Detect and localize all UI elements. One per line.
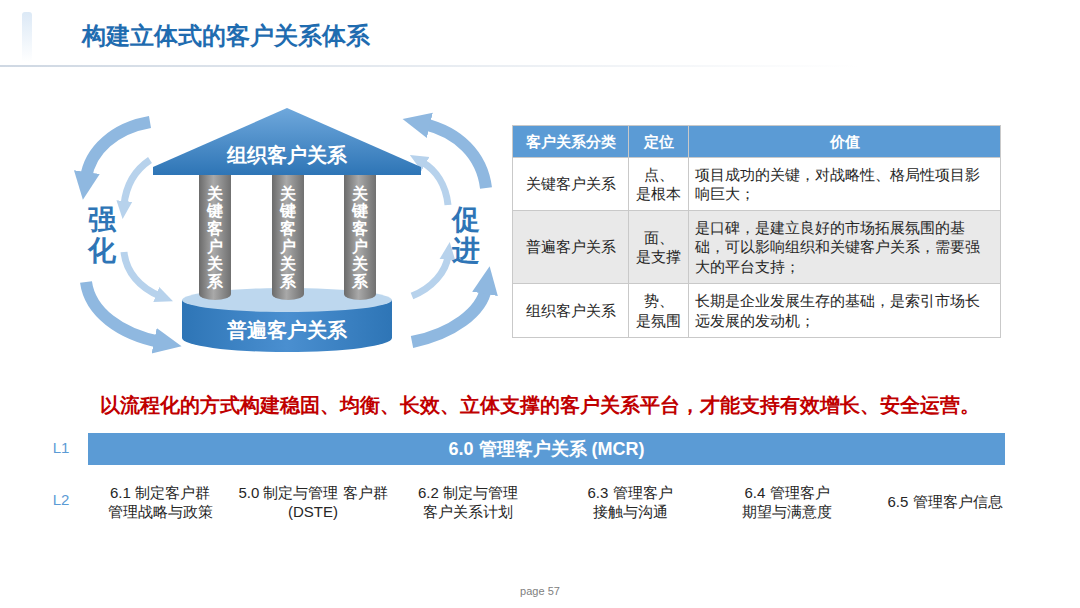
table-cell: 项目成功的关键，对战略性、格局性项目影响巨大； — [695, 165, 994, 204]
table-header-cell-box: 定位 — [628, 125, 689, 158]
table-cell-box: 是口碑，是建立良好的市场拓展氛围的基础，可以影响组织和关键客户关系，需要强大的平… — [688, 210, 1001, 284]
node-label: 6.0 管理客户关系 (MCR) — [448, 437, 644, 461]
key-statement: 以流程化的方式构建稳固、均衡、长效、立体支撑的客户关系平台，才能支持有效增长、安… — [100, 392, 980, 418]
level-tag-box: L1 — [44, 437, 78, 459]
table-cell: 是口碑，是建立良好的市场拓展氛围的基础，可以影响组织和关键客户关系，需要强大的平… — [695, 218, 994, 277]
arrow-label: 强化 — [88, 205, 116, 267]
page-number: page 57 — [520, 584, 560, 598]
arrow-label: 促进 — [452, 205, 480, 267]
process-item-box: 6.3 管理客户 接触与沟通 — [555, 478, 705, 526]
table-header-cell: 价值 — [830, 132, 860, 152]
process-item-box: 6.4 管理客户 期望与满意度 — [712, 478, 862, 526]
table-cell: 长期是企业发展生存的基础，是索引市场长远发展的发动机； — [695, 291, 994, 330]
page-title: 构建立体式的客户关系体系 — [82, 20, 370, 52]
table-header-cell-box: 价值 — [688, 125, 1001, 158]
pillar-label: 关键客户关系 — [207, 185, 223, 291]
arrow-label-box: 促进 — [448, 200, 484, 272]
process-item: 6.5 管理客户信息 — [887, 492, 1002, 512]
node-label: 组织客户关系 — [227, 142, 347, 169]
process-item-box: 5.0 制定与管理 客户群(DSTE) — [238, 478, 388, 526]
level-tag: L2 — [53, 490, 70, 510]
process-item: 6.1 制定客户群 管理战略与政策 — [85, 483, 235, 522]
table-cell: 关键客户关系 — [526, 174, 616, 194]
table-header-cell-box: 客户关系分类 — [512, 125, 629, 158]
curved-arrow — [424, 124, 486, 188]
table-cell-box: 项目成功的关键，对战略性、格局性项目影响巨大； — [688, 157, 1001, 211]
table-header-cell: 定位 — [644, 132, 674, 152]
table-cell: 点、 是根本 — [635, 165, 682, 204]
curved-arrow — [412, 256, 448, 296]
process-item: 5.0 制定与管理 客户群(DSTE) — [238, 483, 388, 522]
key-statement-box: 以流程化的方式构建稳固、均衡、长效、立体支撑的客户关系平台，才能支持有效增长、安… — [10, 388, 1070, 422]
pillar: 关键客户关系 — [344, 175, 376, 300]
table-cell-box: 长期是企业发展生存的基础，是索引市场长远发展的发动机； — [688, 283, 1001, 338]
table-cell: 势、 是氛围 — [635, 291, 682, 330]
level-tag-box: L2 — [44, 489, 78, 511]
table-cell-box: 关键客户关系 — [512, 157, 629, 211]
table-cell: 普遍客户关系 — [526, 237, 616, 257]
process-item: 6.3 管理客户 接触与沟通 — [555, 483, 705, 522]
table-cell: 组织客户关系 — [526, 301, 616, 321]
process-item: 6.4 管理客户 期望与满意度 — [712, 483, 862, 522]
pillar-label: 关键客户关系 — [280, 185, 296, 291]
table-cell-box: 点、 是根本 — [628, 157, 689, 211]
level-tag: L1 — [53, 438, 70, 458]
pillar: 关键客户关系 — [272, 175, 304, 300]
table-cell-box: 组织客户关系 — [512, 283, 629, 338]
node-label: 普遍客户关系 — [227, 317, 347, 344]
table-cell: 面、 是支撑 — [635, 228, 682, 267]
curved-arrow — [412, 288, 486, 342]
title-rule — [0, 65, 860, 67]
roof-band: 组织客户关系 — [152, 107, 422, 175]
pillar: 关键客户关系 — [199, 175, 231, 300]
arrow-label-box: 强化 — [84, 200, 120, 272]
table-cell-box: 普遍客户关系 — [512, 210, 629, 284]
title-accent — [22, 12, 32, 62]
table-cell-box: 面、 是支撑 — [628, 210, 689, 284]
process-item-box: 6.1 制定客户群 管理战略与政策 — [85, 478, 235, 526]
curved-arrow — [124, 252, 160, 296]
curved-arrow — [124, 160, 150, 205]
process-band: 6.0 管理客户关系 (MCR) — [88, 433, 1005, 465]
curved-arrow — [422, 162, 448, 205]
process-item-box: 6.5 管理客户信息 — [870, 478, 1020, 526]
process-item: 6.2 制定与管理 客户关系计划 — [393, 483, 543, 522]
process-item-box: 6.2 制定与管理 客户关系计划 — [393, 478, 543, 526]
table-header-cell: 客户关系分类 — [526, 132, 616, 152]
table-cell-box: 势、 是氛围 — [628, 283, 689, 338]
page-number-box: page 57 — [490, 582, 590, 600]
pillar-label: 关键客户关系 — [352, 185, 368, 291]
